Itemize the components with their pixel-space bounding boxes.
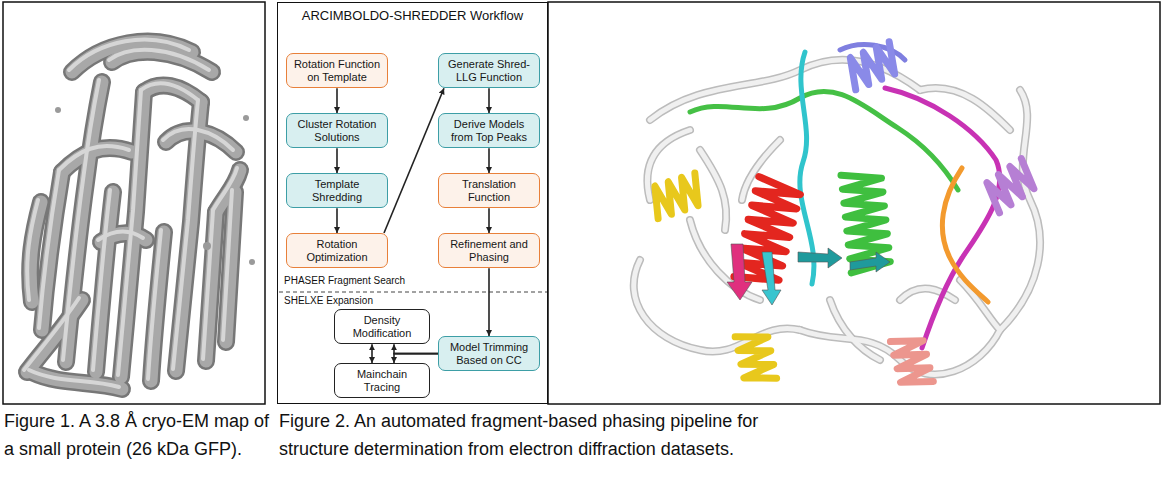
flow-arrow bbox=[371, 344, 373, 363]
flow-arrow bbox=[336, 148, 338, 173]
expansion-step-box: Density Modification bbox=[334, 309, 430, 344]
colored-loops bbox=[690, 45, 1000, 348]
panel-frame bbox=[548, 2, 1160, 404]
helix bbox=[844, 42, 901, 90]
helix bbox=[648, 173, 704, 219]
search-step-box: Rotation Function on Template bbox=[286, 53, 388, 88]
helix bbox=[890, 334, 933, 389]
flow-arrow bbox=[488, 268, 490, 336]
panel-frame bbox=[3, 2, 265, 404]
search-step-box: Translation Function bbox=[438, 173, 540, 208]
processing-step-box: Derive Models from Top Peaks bbox=[438, 113, 540, 148]
expansion-step-box: Mainchain Tracing bbox=[334, 363, 430, 398]
step-label: Template Shredding bbox=[291, 178, 383, 203]
ribbon-structure bbox=[634, 42, 1040, 389]
search-step-box: Rotation Optimization bbox=[286, 233, 388, 268]
flow-arrow bbox=[488, 208, 490, 233]
helix bbox=[981, 159, 1039, 213]
map-speck bbox=[55, 107, 61, 113]
step-label: Rotation Function on Template bbox=[291, 58, 383, 83]
figure-caption: Figure 2. An automated fragment-based ph… bbox=[279, 408, 809, 464]
strand-arrow bbox=[727, 244, 752, 300]
map-speck bbox=[249, 259, 255, 265]
strand-arrow bbox=[850, 252, 890, 272]
processing-step-box: Generate Shred-LLG Function bbox=[438, 53, 540, 88]
strand-arrow bbox=[762, 252, 781, 305]
flow-arrow bbox=[488, 148, 490, 173]
map-speck bbox=[203, 242, 211, 250]
coil bbox=[634, 60, 1040, 375]
processing-step-box: Cluster Rotation Solutions bbox=[286, 113, 388, 148]
step-label: Mainchain Tracing bbox=[339, 368, 425, 393]
loop bbox=[885, 88, 1000, 348]
step-label: Density Modification bbox=[339, 314, 425, 339]
workflow-panel: ARCIMBOLDO-SHREDDER WorkflowRotation Fun… bbox=[277, 2, 548, 404]
search-step-box: Refinement and Phasing bbox=[438, 233, 540, 268]
helix bbox=[735, 330, 776, 385]
flow-arrow bbox=[336, 88, 338, 113]
helix bbox=[841, 171, 891, 273]
section-label: SHELXE Expansion bbox=[284, 295, 373, 307]
figure-caption: Figure 1. A 3.8 Å cryo-EM map of a small… bbox=[4, 408, 270, 464]
flow-arrow bbox=[394, 344, 438, 353]
loop bbox=[690, 91, 958, 190]
step-label: Refinement and Phasing bbox=[443, 238, 535, 263]
cryo-em-map bbox=[24, 40, 255, 389]
helices bbox=[648, 42, 1039, 389]
map-highlight bbox=[24, 40, 237, 387]
loop bbox=[942, 168, 988, 302]
strand-arrow bbox=[798, 248, 842, 268]
step-label: Generate Shred-LLG Function bbox=[443, 58, 535, 83]
section-divider bbox=[279, 292, 547, 293]
processing-step-box: Model Trimming Based on CC bbox=[438, 336, 540, 371]
strands bbox=[727, 244, 890, 305]
flow-arrow bbox=[336, 208, 338, 233]
flow-arrow bbox=[384, 88, 444, 233]
flow-arrow bbox=[394, 354, 438, 363]
step-label: Translation Function bbox=[443, 178, 535, 203]
step-label: Rotation Optimization bbox=[291, 238, 383, 263]
loop bbox=[800, 52, 814, 284]
processing-step-box: Template Shredding bbox=[286, 173, 388, 208]
section-label: PHASER Fragment Search bbox=[284, 275, 405, 287]
coil-outline bbox=[634, 60, 1040, 375]
flow-arrow bbox=[488, 88, 490, 113]
panel-title: ARCIMBOLDO-SHREDDER Workflow bbox=[278, 8, 547, 24]
step-label: Model Trimming Based on CC bbox=[443, 341, 535, 366]
step-label: Cluster Rotation Solutions bbox=[291, 118, 383, 143]
map-speck bbox=[243, 115, 249, 121]
step-label: Derive Models from Top Peaks bbox=[443, 118, 535, 143]
